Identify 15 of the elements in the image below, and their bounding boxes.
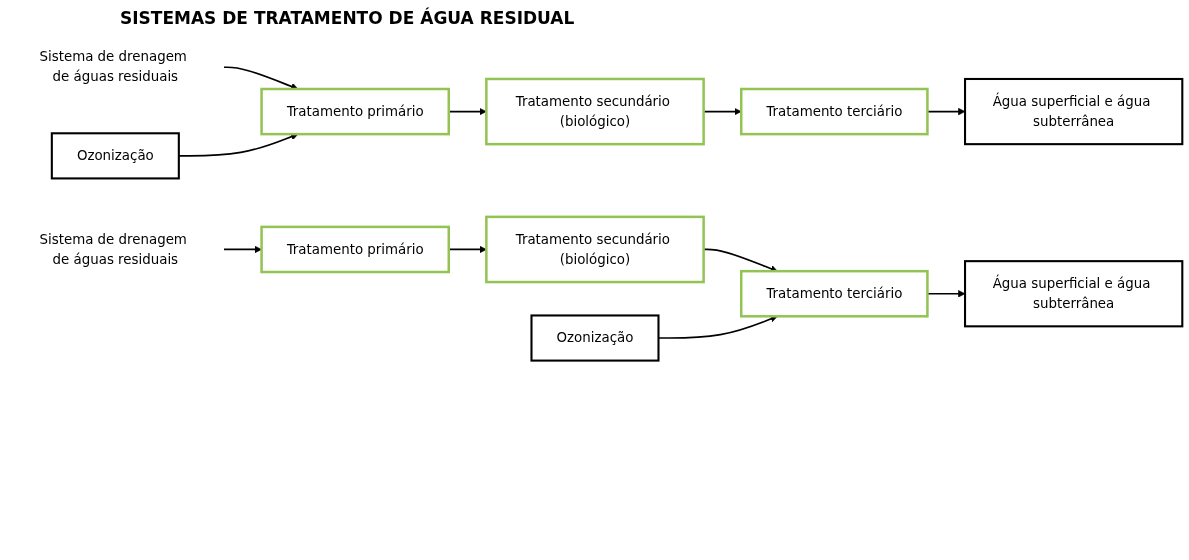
node-box: Tratamento terciário [739, 87, 929, 136]
node-box: Tratamento secundário (biológico) [485, 77, 705, 146]
node-box: Água superficial e água subterrânea [964, 260, 1184, 328]
node-box: Ozonização [530, 314, 660, 362]
node-box: Tratamento secundário (biológico) [485, 215, 705, 284]
arrow [223, 245, 262, 254]
node-box: Tratamento primário [260, 87, 450, 136]
node-text: Sistema de drenagem de águas residuais [39, 231, 187, 267]
node-box: Água superficial e água subterrânea [964, 77, 1184, 146]
arrow [223, 66, 299, 90]
node-box: Tratamento primário [260, 225, 450, 274]
diagram-title: SISTEMAS DE TRATAMENTO DE ÁGUA RESIDUAL [120, 8, 576, 28]
node-box: Ozonização [50, 132, 180, 180]
node-box: Tratamento terciário [739, 269, 929, 318]
node-text: Sistema de drenagem de águas residuais [39, 48, 187, 85]
